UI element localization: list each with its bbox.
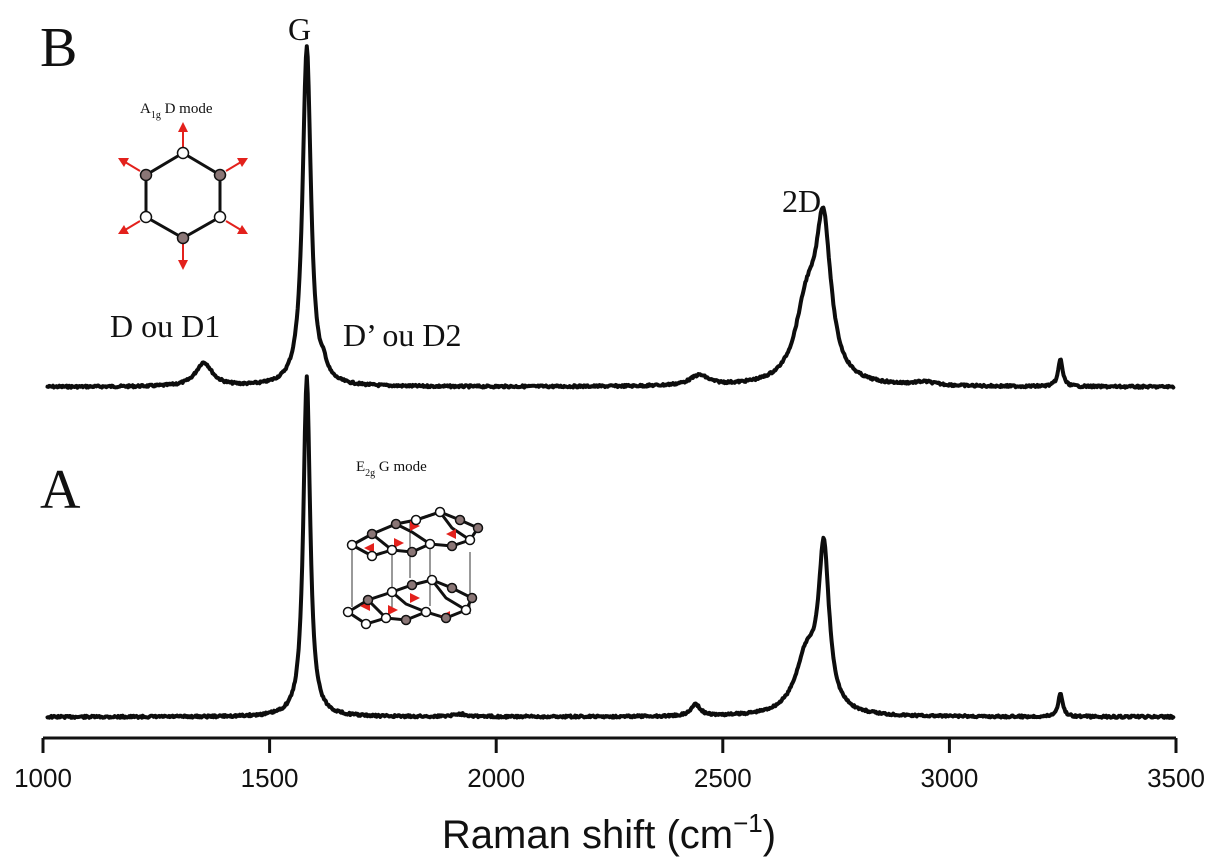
breathing-arrows [118,122,248,270]
carbon-atom [366,550,378,562]
carbon-atom [213,168,227,182]
carbon-atom [420,606,432,618]
carbon-atom [386,544,398,556]
carbon-atom [400,614,412,626]
carbon-atom [446,540,458,552]
carbon-atom [360,618,372,630]
carbon-atom [464,534,476,546]
carbon-atom [390,518,402,530]
carbon-atom [410,514,422,526]
spectrum-line-a [45,374,1176,720]
carbon-atom [406,579,418,591]
x-tick-label: 3500 [1147,763,1205,793]
carbon-atom [176,146,190,160]
carbon-atom [346,539,358,551]
a1g-hexagon-diagram [118,122,248,270]
panel-label-a: A [40,459,81,521]
x-tick-label: 1000 [14,763,72,793]
x-axis-title: Raman shift (cm−1) [442,808,776,857]
carbon-atom [366,528,378,540]
mode-label-a1g: A1g D mode [140,101,213,121]
carbon-atom [386,586,398,598]
x-tick-label: 2500 [694,763,752,793]
e2g-graphite-diagram [342,506,484,630]
carbon-atom [454,514,466,526]
carbon-atom [446,582,458,594]
carbon-atom [139,210,153,224]
carbon-atom [434,506,446,518]
x-tick-label: 2000 [467,763,525,793]
carbon-atom [440,612,452,624]
carbon-atom [424,538,436,550]
carbon-atom [460,604,472,616]
x-tick-label: 3000 [920,763,978,793]
mode-label-e2g: E2g G mode [356,459,427,479]
carbon-atom [213,210,227,224]
carbon-atom [426,574,438,586]
carbon-atom [362,594,374,606]
x-axis-ticks: 1000 1500 2000 2500 3000 3500 [14,738,1205,793]
carbon-atom [139,168,153,182]
carbon-atom [342,606,354,618]
peak-label-g: G [288,11,311,47]
peak-label-2d: 2D [782,183,821,219]
carbon-atom [176,231,190,245]
carbon-atom [380,612,392,624]
spectrum-line-b [45,44,1176,390]
peak-label-d: D ou D1 [110,308,220,344]
panel-label-b: B [40,17,77,79]
peak-label-dprime: D’ ou D2 [343,317,462,353]
carbon-atom [406,546,418,558]
carbon-atom [472,522,484,534]
x-tick-label: 1500 [241,763,299,793]
carbon-atom [466,592,478,604]
